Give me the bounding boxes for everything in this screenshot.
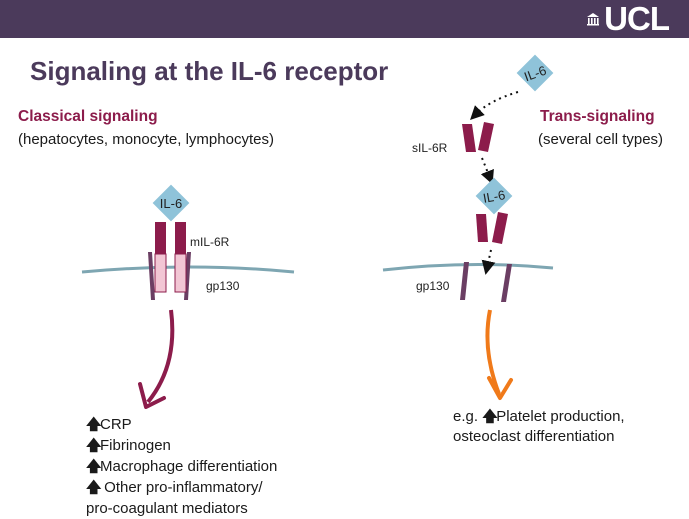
binding-dotted-arrow-1	[470, 91, 519, 120]
trans-outcome-line1: e.g. 🡅Platelet production,	[453, 406, 625, 431]
mil6r-label: mIL-6R	[190, 235, 230, 249]
classical-arrowhead	[138, 382, 166, 409]
up-arrow-icon: 🡅	[86, 416, 102, 433]
mil6r-upper-right	[175, 222, 186, 254]
trans-outcome-line2: osteoclast differentiation	[453, 428, 615, 445]
list-item: 🡅 Other pro-inflammatory/	[86, 479, 263, 496]
trans-heading: Trans-signaling	[540, 108, 655, 125]
up-arrow-icon: 🡅	[86, 458, 102, 475]
sil6r-complex-chain-b	[492, 212, 508, 244]
classical-subheading: (hepatocytes, monocyte, lymphocytes)	[18, 131, 274, 148]
list-item: 🡅CRP	[86, 416, 132, 433]
gp130-label-right: gp130	[416, 279, 450, 293]
gp130-right-chain-a	[460, 262, 469, 300]
classical-heading: Classical signaling	[18, 108, 158, 125]
list-item: pro-coagulant mediators	[86, 500, 248, 517]
gp130-left-chain-a	[148, 252, 155, 300]
sil6r-chain-a	[462, 124, 476, 152]
il6-label-free: IL-6	[522, 63, 548, 85]
mil6r-lower-left	[154, 253, 167, 293]
ucl-logo: UCL	[586, 0, 670, 37]
il6-diamond-left	[152, 184, 190, 222]
gp130-label-left: gp130	[206, 279, 240, 293]
list-item: 🡅Macrophage differentiation	[86, 458, 278, 475]
up-arrow-icon: 🡅	[482, 408, 498, 425]
il6-diamond-bound	[475, 177, 513, 215]
mil6r-lower-right	[174, 253, 187, 293]
trans-signal-arrow	[485, 309, 501, 395]
mil6r-upper-left	[155, 222, 166, 254]
sil6r-chain-b	[478, 122, 494, 152]
il6-diamond-free	[516, 54, 554, 92]
il6-label-bound: IL-6	[482, 187, 507, 206]
sil6r-label: sIL-6R	[412, 141, 448, 155]
up-arrow-icon: 🡅	[86, 437, 102, 454]
classical-signal-arrow	[146, 309, 175, 404]
logo-text: UCL	[604, 0, 670, 37]
sil6r-complex-chain-a	[476, 214, 488, 242]
trans-arrowhead	[487, 376, 513, 400]
trans-subheading: (several cell types)	[538, 131, 664, 148]
il6-label-left: IL-6	[160, 196, 182, 211]
up-arrow-icon: 🡅	[86, 479, 102, 496]
binding-dotted-arrow-2	[480, 157, 494, 185]
cell-membrane-right	[382, 262, 554, 272]
list-item: 🡅Fibrinogen	[86, 437, 171, 454]
page-title: Signaling at the IL-6 receptor	[30, 56, 389, 86]
ucl-portico-icon	[587, 13, 600, 26]
classical-outcome-list: 🡅CRP 🡅Fibrinogen 🡅Macrophage differentia…	[86, 414, 277, 519]
header-banner: UCL	[0, 0, 689, 38]
gp130-right-chain-b	[501, 264, 512, 302]
